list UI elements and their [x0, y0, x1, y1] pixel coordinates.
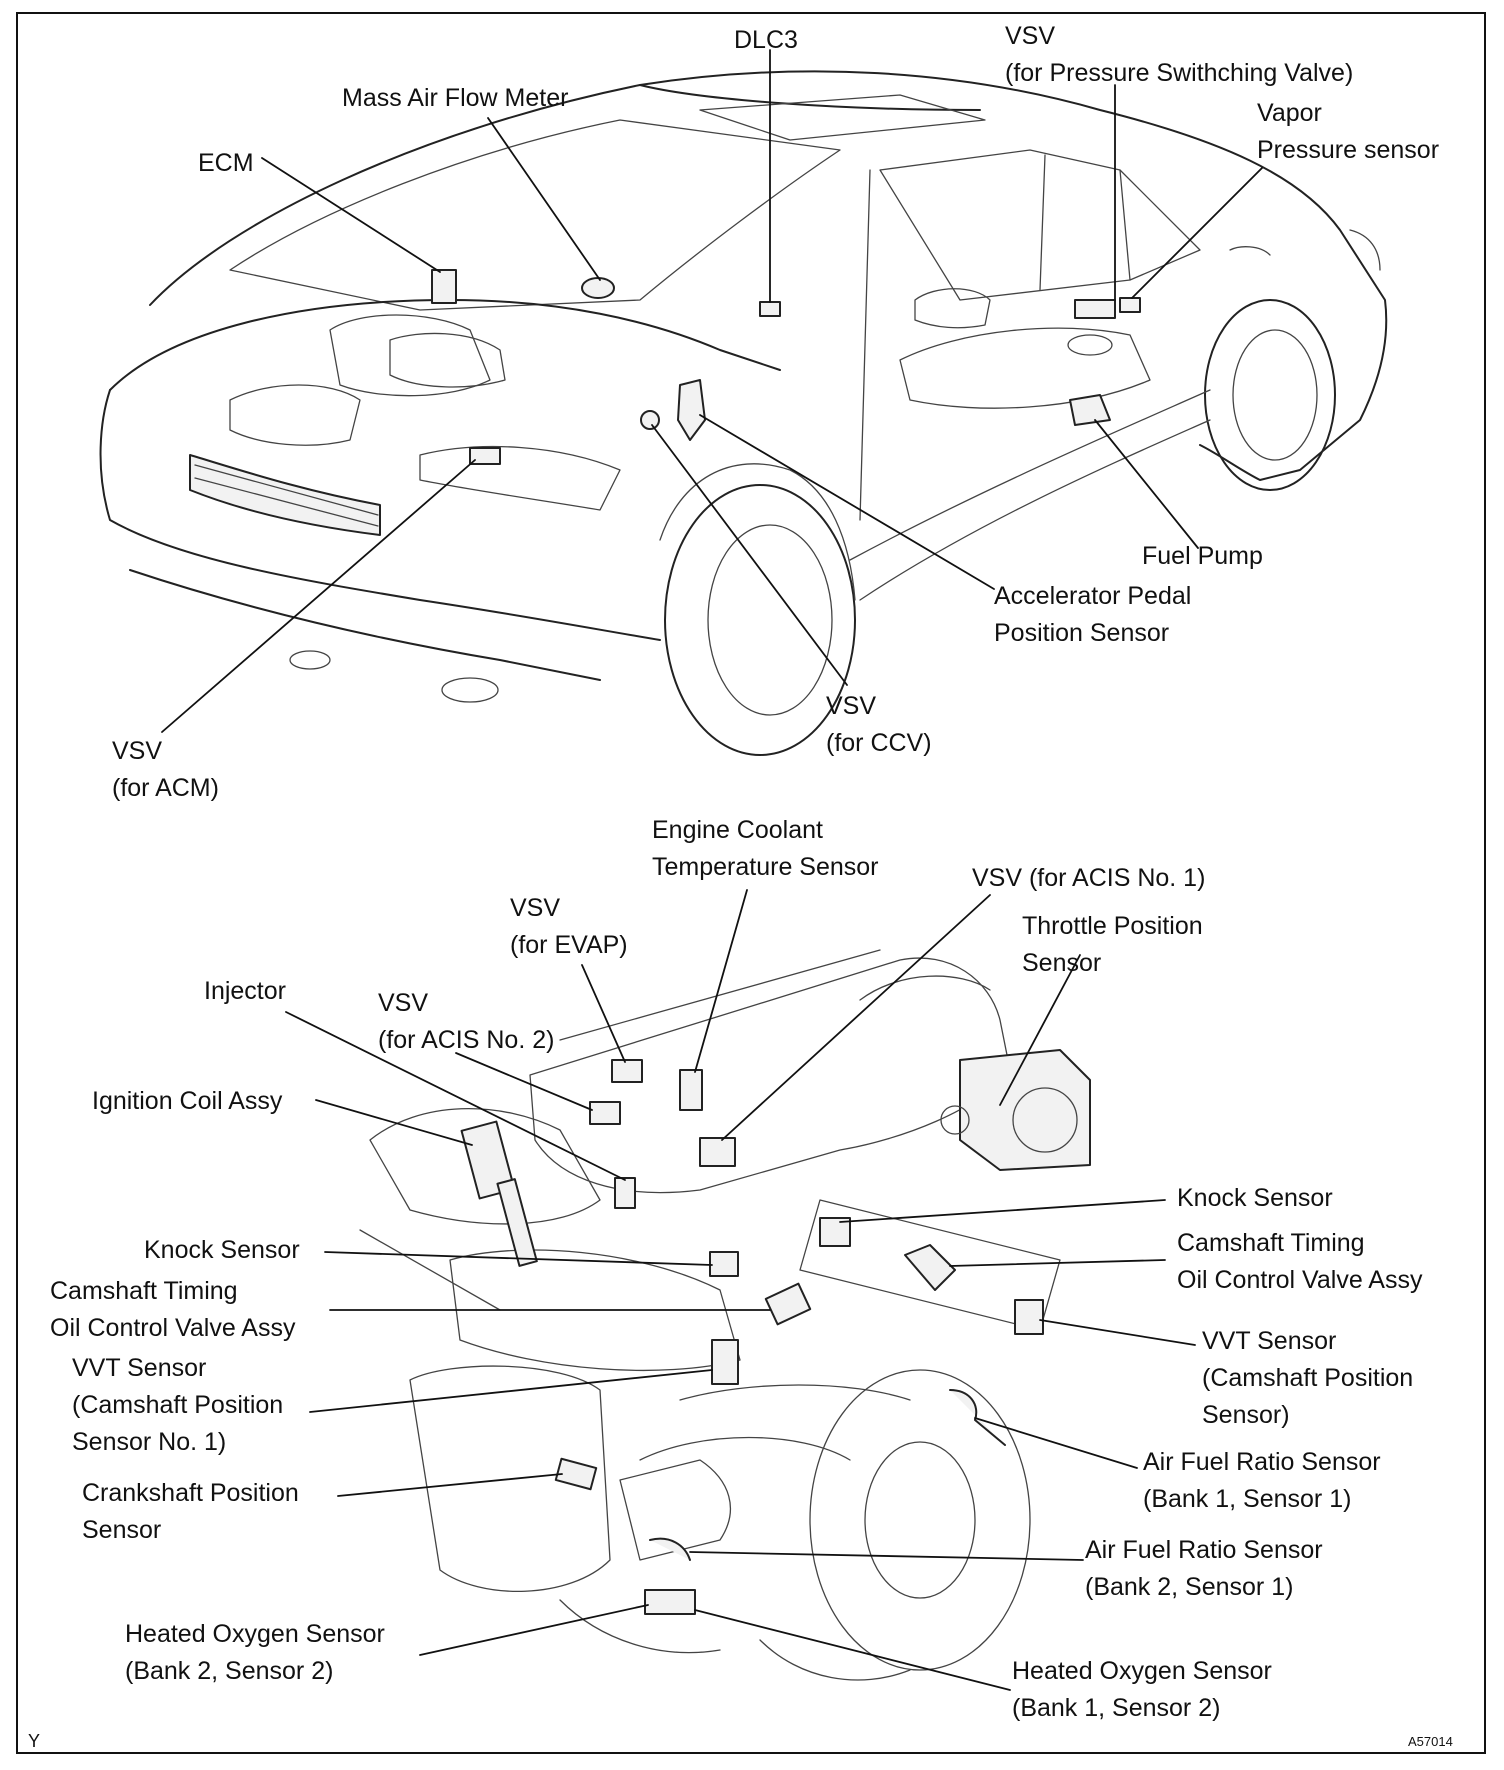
leader-ignition-coil: [315, 1099, 473, 1146]
label-knock-sensor-right: Knock Sensor: [1177, 1184, 1333, 1212]
leader-ho2-b2s2: [419, 1604, 649, 1656]
label-camshaft-timing-ocv-left: Camshaft Timing Oil Control Valve Assy: [50, 1277, 296, 1342]
leader-maf: [487, 117, 601, 281]
af-sensor-b1s1: [949, 1389, 1006, 1446]
label-ecm: ECM: [198, 149, 254, 177]
leader-ocv-right: [949, 1259, 1166, 1267]
leader-vsv-acm: [161, 459, 476, 733]
label-ignition-coil-assy: Ignition Coil Assy: [92, 1087, 283, 1115]
label-vsv-acis-1: VSV (for ACIS No. 1): [972, 864, 1206, 892]
label-vapor-pressure-sensor: Vapor Pressure sensor: [1257, 99, 1440, 164]
leader-injector: [285, 1011, 626, 1181]
label-heated-oxygen-sensor-b1s2: Heated Oxygen Sensor (Bank 1, Sensor 2): [1012, 1657, 1272, 1722]
leader-ho2-b1s2: [694, 1609, 1011, 1691]
leader-knock-left: [324, 1251, 713, 1266]
label-vvt-sensor-right: VVT Sensor (Camshaft Position Sensor): [1202, 1327, 1414, 1429]
label-vsv-ccv: VSV (for CCV): [826, 692, 932, 757]
label-crankshaft-position-sensor: Crankshaft Position Sensor: [82, 1479, 299, 1544]
vsv-acis2: [589, 1101, 621, 1125]
label-air-fuel-ratio-sensor-b2s1: Air Fuel Ratio Sensor (Bank 2, Sensor 1): [1085, 1536, 1323, 1601]
ecm-box: [431, 269, 457, 304]
label-injector: Injector: [204, 977, 286, 1005]
label-mass-air-flow-meter: Mass Air Flow Meter: [342, 84, 569, 112]
vapor-sensor: [1119, 297, 1141, 313]
label-camshaft-timing-ocv-right: Camshaft Timing Oil Control Valve Assy: [1177, 1229, 1423, 1294]
ect-sensor: [679, 1069, 703, 1111]
ignition-coil: [460, 1120, 516, 1200]
engine-illustration: [359, 949, 1091, 1681]
label-engine-coolant-temperature-sensor: Engine Coolant Temperature Sensor: [652, 816, 879, 881]
af-sensor-b2s1: [649, 1537, 691, 1561]
leader-af-b2s1: [689, 1551, 1084, 1561]
leader-tps: [999, 954, 1081, 1106]
vsv-psv: [1074, 299, 1116, 319]
leader-ecm: [261, 157, 441, 273]
leader-af-b1s1: [974, 1417, 1138, 1469]
leader-fuel-pump: [1094, 419, 1199, 549]
ocv-left: [764, 1282, 812, 1326]
car-illustration: [99, 70, 1388, 756]
label-vvt-sensor-left: VVT Sensor (Camshaft Position Sensor No.…: [72, 1354, 284, 1456]
label-throttle-position-sensor: Throttle Position Sensor: [1022, 912, 1203, 977]
ocv-right: [904, 1244, 956, 1291]
vsv-evap: [611, 1059, 643, 1083]
vsv-acis1: [699, 1137, 736, 1167]
label-fuel-pump: Fuel Pump: [1142, 542, 1263, 570]
label-vsv-evap: VSV (for EVAP): [510, 894, 628, 959]
label-vsv-acis-2: VSV (for ACIS No. 2): [378, 989, 555, 1054]
leader-vsv-ccv: [651, 424, 848, 686]
crank-sensor: [554, 1457, 598, 1491]
leader-vapor: [1131, 167, 1263, 299]
ho2-sensors: [644, 1589, 696, 1615]
ignition-coil-boot: [496, 1178, 538, 1267]
leader-vsv-acis2: [455, 1052, 593, 1111]
knock-sensor-left: [709, 1251, 739, 1277]
leader-vsv-acis1: [721, 894, 991, 1141]
leader-vvt-left: [309, 1369, 713, 1413]
label-heated-oxygen-sensor-b2s2: Heated Oxygen Sensor (Bank 2, Sensor 2): [125, 1620, 385, 1685]
leader-vvt-right: [1039, 1319, 1196, 1346]
label-vsv-acm: VSV (for ACM): [112, 737, 219, 802]
label-knock-sensor-left: Knock Sensor: [144, 1236, 300, 1264]
leader-vsv-evap: [581, 964, 626, 1063]
figure-code: A57014: [1408, 1734, 1453, 1749]
label-air-fuel-ratio-sensor-b1s1: Air Fuel Ratio Sensor (Bank 1, Sensor 1): [1143, 1448, 1381, 1513]
corner-mark-left: Y: [28, 1731, 41, 1751]
leader-app: [699, 414, 995, 590]
label-accelerator-pedal-position-sensor: Accelerator Pedal Position Sensor: [994, 582, 1192, 647]
knock-sensor-right: [819, 1217, 851, 1247]
fuel-pump: [1069, 394, 1111, 426]
vsv-acm: [469, 447, 501, 465]
leader-crank: [337, 1473, 563, 1497]
label-dlc3: DLC3: [734, 26, 798, 54]
vsv-ccv: [640, 410, 660, 430]
vvt-sensor-right: [1014, 1299, 1044, 1335]
diagram-frame: [16, 12, 1486, 1754]
vvt-sensor-left: [711, 1339, 739, 1385]
injector: [614, 1177, 636, 1209]
leader-ect: [694, 889, 748, 1073]
app-sensor: [677, 379, 706, 441]
label-vsv-pressure-switching-valve: VSV (for Pressure Swithching Valve): [1005, 22, 1354, 87]
leader-knock-right: [839, 1199, 1166, 1223]
